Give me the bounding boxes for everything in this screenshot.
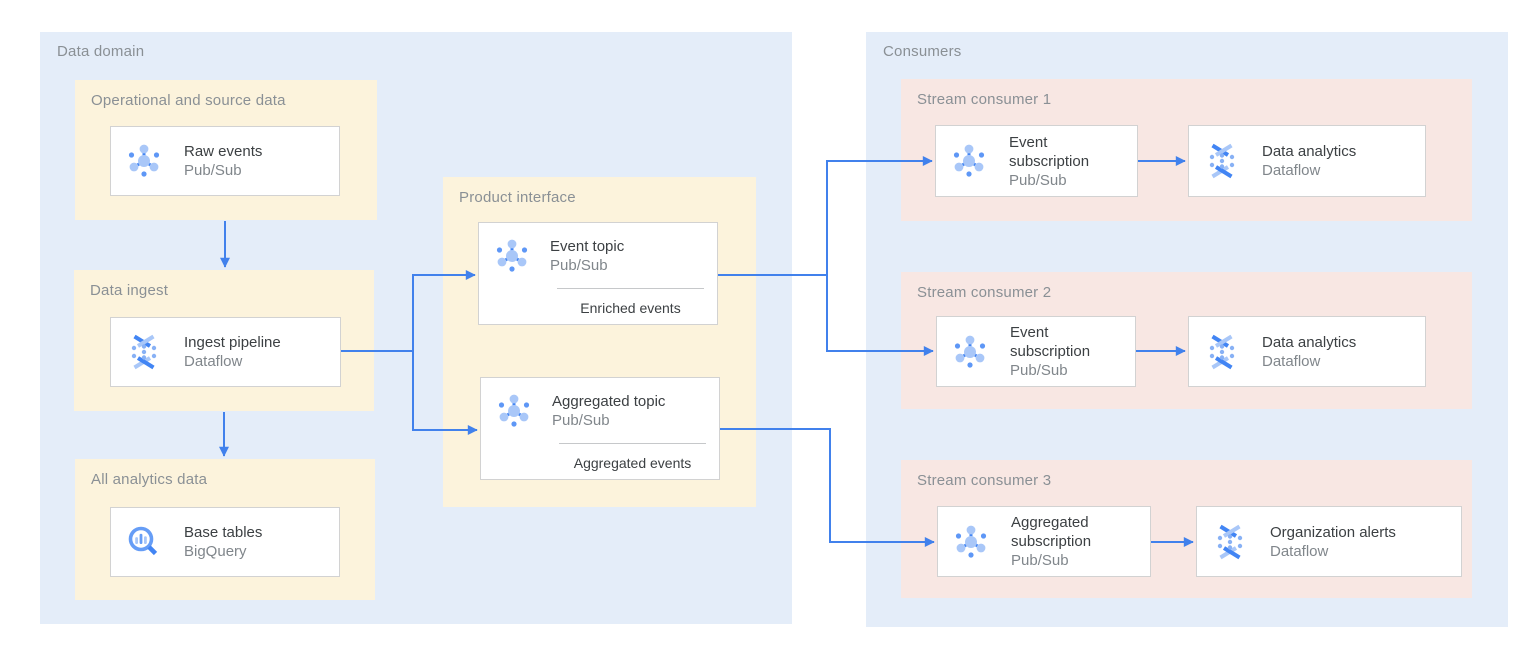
card-subtitle: Pub/Sub bbox=[1011, 552, 1069, 569]
card-event-topic: Event topic Pub/Sub Enriched events bbox=[478, 222, 718, 325]
zone-consumers: Consumers Stream consumer 1 Event subscr… bbox=[866, 32, 1508, 627]
stream-consumer-3-label: Stream consumer 3 bbox=[917, 472, 1052, 489]
card-event-subscription-1: Event subscription Pub/Sub bbox=[935, 125, 1138, 197]
card-footer: Aggregated events bbox=[559, 443, 706, 481]
card-title: Raw events bbox=[184, 143, 263, 160]
event-topic-tag: Enriched events bbox=[580, 299, 681, 316]
zone-data-domain: Data domain Operational and source data … bbox=[40, 32, 792, 624]
dataflow-icon bbox=[1202, 332, 1242, 372]
card-raw-events: Raw events Pub/Sub bbox=[110, 126, 340, 196]
zone-all-analytics-data: All analytics data Base tables BigQuery bbox=[75, 459, 375, 600]
card-text: Event subscription Pub/Sub bbox=[1010, 323, 1114, 380]
card-subtitle: Pub/Sub bbox=[552, 411, 610, 429]
card-text: Organization alerts Dataflow bbox=[1270, 523, 1396, 561]
card-subtitle: Pub/Sub bbox=[1009, 171, 1067, 189]
zone-product-interface: Product interface Event topic Pub/Sub En… bbox=[443, 177, 756, 507]
card-title: Data analytics bbox=[1262, 333, 1357, 351]
card-title: Data analytics bbox=[1262, 143, 1357, 160]
zone-operational-source-data: Operational and source data Raw events P… bbox=[75, 80, 377, 220]
card-subtitle: Pub/Sub bbox=[1010, 362, 1068, 379]
data-ingest-label: Data ingest bbox=[90, 282, 169, 299]
all-analytics-data-label: All analytics data bbox=[91, 471, 208, 488]
card-organization-alerts: Organization alerts Dataflow bbox=[1196, 506, 1462, 577]
dataflow-icon bbox=[1202, 141, 1242, 181]
card-main-row: Event topic Pub/Sub bbox=[479, 223, 717, 288]
card-event-subscription-2: Event subscription Pub/Sub bbox=[936, 316, 1136, 387]
card-footer: Enriched events bbox=[557, 288, 704, 326]
dataflow-icon bbox=[1210, 522, 1250, 562]
card-text: Raw events Pub/Sub bbox=[184, 142, 262, 180]
card-subtitle: Dataflow bbox=[1270, 542, 1329, 560]
card-subtitle: Pub/Sub bbox=[550, 256, 608, 274]
card-text: Data analytics Dataflow bbox=[1262, 142, 1356, 180]
pubsub-icon bbox=[494, 391, 534, 431]
card-title: Aggregated topic bbox=[552, 392, 666, 410]
stream-consumer-1-label: Stream consumer 1 bbox=[917, 91, 1052, 108]
pubsub-icon bbox=[124, 141, 164, 181]
card-text: Aggregated topic Pub/Sub bbox=[552, 392, 665, 430]
card-title: Aggregated subscription bbox=[1011, 514, 1092, 550]
card-data-analytics-1: Data analytics Dataflow bbox=[1188, 125, 1426, 197]
card-subtitle: Dataflow bbox=[1262, 352, 1321, 370]
card-subtitle: BigQuery bbox=[184, 543, 247, 560]
card-title: Organization alerts bbox=[1270, 523, 1396, 541]
card-text: Event subscription Pub/Sub bbox=[1009, 133, 1113, 190]
card-aggregated-topic: Aggregated topic Pub/Sub Aggregated even… bbox=[480, 377, 720, 480]
card-text: Data analytics Dataflow bbox=[1262, 333, 1356, 371]
data-domain-label: Data domain bbox=[57, 43, 145, 60]
bigquery-icon bbox=[124, 522, 164, 562]
card-ingest-pipeline: Ingest pipeline Dataflow bbox=[110, 317, 341, 387]
card-data-analytics-2: Data analytics Dataflow bbox=[1188, 316, 1426, 387]
pubsub-icon bbox=[951, 522, 991, 562]
card-text: Base tables BigQuery bbox=[184, 523, 262, 561]
card-text: Ingest pipeline Dataflow bbox=[184, 333, 281, 371]
zone-stream-consumer-1: Stream consumer 1 Event subscription Pub… bbox=[901, 79, 1472, 221]
card-text: Aggregated subscription Pub/Sub bbox=[1011, 513, 1115, 570]
card-aggregated-subscription: Aggregated subscription Pub/Sub bbox=[937, 506, 1151, 577]
card-text: Event topic Pub/Sub bbox=[550, 237, 624, 275]
pubsub-icon bbox=[492, 236, 532, 276]
card-base-tables: Base tables BigQuery bbox=[110, 507, 340, 577]
pubsub-icon bbox=[950, 332, 990, 372]
card-title: Event subscription bbox=[1010, 324, 1091, 360]
card-title: Event topic bbox=[550, 237, 625, 255]
pubsub-icon bbox=[949, 141, 989, 181]
card-title: Ingest pipeline bbox=[184, 334, 281, 351]
card-title: Event subscription bbox=[1009, 133, 1090, 170]
card-subtitle: Dataflow bbox=[184, 353, 243, 370]
stream-consumer-2-label: Stream consumer 2 bbox=[917, 284, 1052, 301]
zone-data-ingest: Data ingest Ingest pipeline Dataflow bbox=[74, 270, 374, 411]
zone-stream-consumer-2: Stream consumer 2 Event subscription Pub… bbox=[901, 272, 1472, 409]
operational-source-data-label: Operational and source data bbox=[91, 92, 286, 109]
card-main-row: Aggregated topic Pub/Sub bbox=[481, 378, 719, 443]
dataflow-icon bbox=[124, 332, 164, 372]
card-subtitle: Pub/Sub bbox=[184, 162, 242, 179]
aggregated-topic-tag: Aggregated events bbox=[573, 454, 692, 471]
card-title: Base tables bbox=[184, 524, 263, 541]
product-interface-label: Product interface bbox=[459, 189, 576, 206]
card-subtitle: Dataflow bbox=[1262, 162, 1321, 179]
consumers-label: Consumers bbox=[883, 43, 962, 60]
zone-stream-consumer-3: Stream consumer 3 Aggregated subscriptio… bbox=[901, 460, 1472, 598]
